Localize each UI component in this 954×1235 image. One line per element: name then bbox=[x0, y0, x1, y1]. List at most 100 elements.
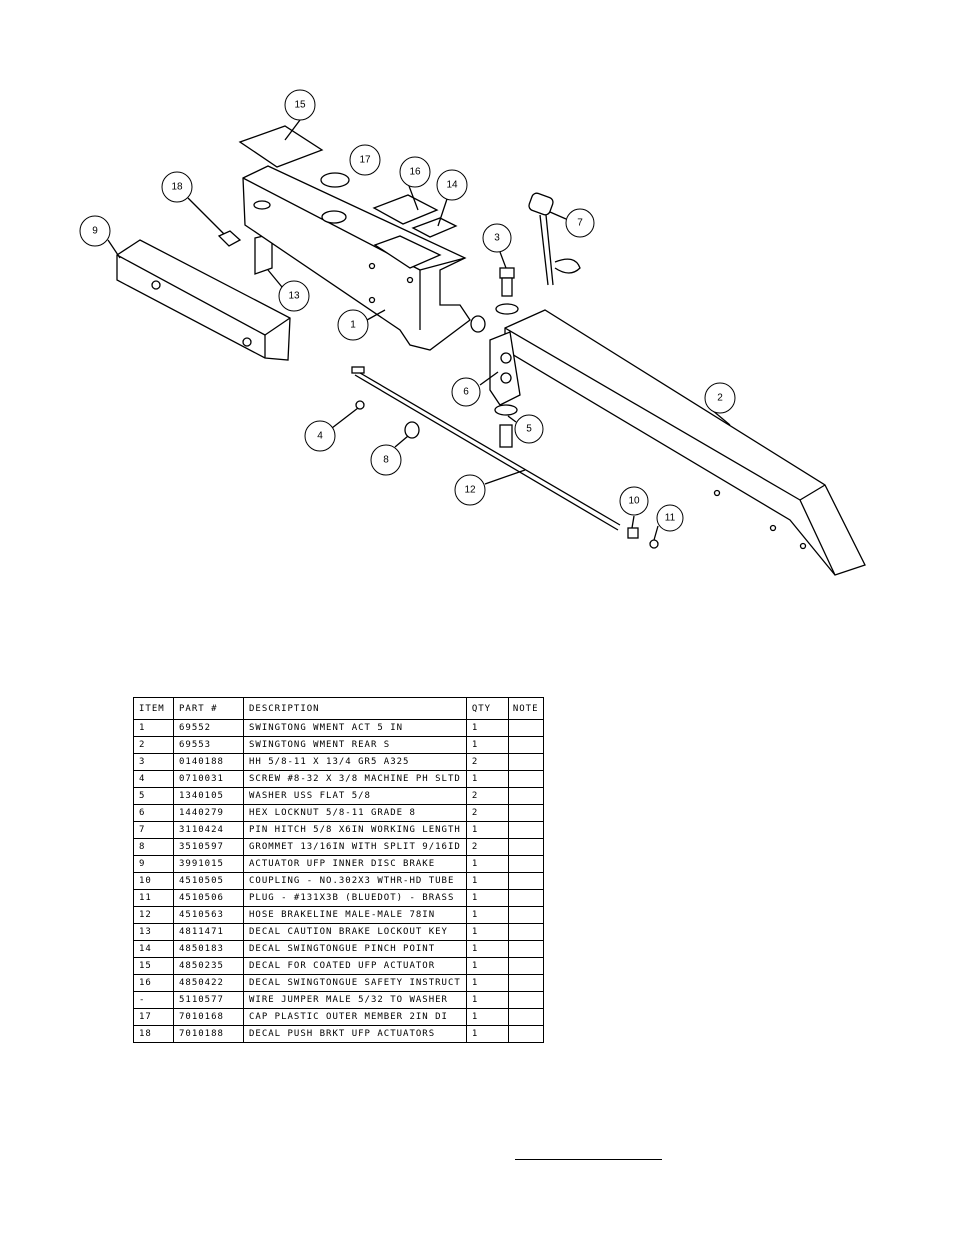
cell-part: 4811471 bbox=[173, 923, 244, 941]
cell-item: 10 bbox=[133, 872, 174, 890]
header-item: ITEM bbox=[133, 697, 174, 720]
cell-part: 4510506 bbox=[173, 889, 244, 907]
cell-part: 4510563 bbox=[173, 906, 244, 924]
cell-part: 7010188 bbox=[173, 1025, 244, 1043]
callout-5: 5 bbox=[514, 414, 544, 444]
cell-note bbox=[507, 991, 544, 1009]
svg-text:11: 11 bbox=[665, 513, 676, 524]
svg-text:2: 2 bbox=[717, 393, 723, 404]
cell-description: DECAL FOR COATED UFP ACTUATOR bbox=[243, 957, 467, 975]
cell-note bbox=[507, 736, 544, 754]
cell-note bbox=[507, 906, 544, 924]
cell-qty: 1 bbox=[465, 1025, 509, 1043]
cell-qty: 2 bbox=[465, 804, 509, 822]
callout-16: 16 bbox=[399, 156, 431, 188]
cell-description: HH 5/8-11 X 13/4 GR5 A325 bbox=[243, 753, 467, 771]
cell-part: 4850422 bbox=[173, 974, 244, 992]
cell-part: 0140188 bbox=[173, 753, 244, 771]
header-note: NOTE bbox=[507, 697, 544, 720]
svg-text:3: 3 bbox=[494, 233, 500, 244]
cell-note bbox=[507, 821, 544, 839]
svg-text:18: 18 bbox=[171, 182, 183, 193]
svg-text:12: 12 bbox=[464, 485, 476, 496]
cell-qty: 1 bbox=[465, 974, 509, 992]
callout-11: 11 bbox=[656, 504, 684, 532]
svg-text:7: 7 bbox=[577, 218, 583, 229]
svg-text:17: 17 bbox=[359, 155, 371, 166]
cell-note bbox=[507, 940, 544, 958]
cell-description: ACTUATOR UFP INNER DISC BRAKE bbox=[243, 855, 467, 873]
cell-description: HOSE BRAKELINE MALE-MALE 78IN bbox=[243, 906, 467, 924]
cell-description: CAP PLASTIC OUTER MEMBER 2IN DI bbox=[243, 1008, 467, 1026]
cell-note bbox=[507, 787, 544, 805]
svg-text:1: 1 bbox=[350, 320, 356, 331]
header-part: PART # bbox=[173, 697, 244, 720]
cell-qty: 1 bbox=[465, 855, 509, 873]
cell-part: 3991015 bbox=[173, 855, 244, 873]
cell-description: WASHER USS FLAT 5/8 bbox=[243, 787, 467, 805]
callout-18: 18 bbox=[161, 171, 193, 203]
callout-10: 10 bbox=[619, 486, 649, 516]
cell-qty: 1 bbox=[465, 719, 509, 737]
part-8-grommet bbox=[404, 421, 420, 439]
svg-text:14: 14 bbox=[446, 180, 458, 191]
svg-text:13: 13 bbox=[288, 291, 300, 302]
cell-description: GROMMET 13/16IN WITH SPLIT 9/16ID bbox=[243, 838, 467, 856]
cell-part: 7010168 bbox=[173, 1008, 244, 1026]
cell-description: COUPLING - NO.302X3 WTHR-HD TUBE bbox=[243, 872, 467, 890]
cell-part: 5110577 bbox=[173, 991, 244, 1009]
svg-text:4: 4 bbox=[317, 431, 323, 442]
cell-description: DECAL CAUTION BRAKE LOCKOUT KEY bbox=[243, 923, 467, 941]
table-header-row: ITEM PART # DESCRIPTION QTY NOTE bbox=[133, 697, 544, 720]
svg-text:5: 5 bbox=[526, 424, 532, 435]
callout-1: 1 bbox=[337, 309, 369, 341]
cell-note bbox=[507, 1025, 544, 1043]
cell-item: 3 bbox=[133, 753, 174, 771]
cell-description: PIN HITCH 5/8 X6IN WORKING LENGTH bbox=[243, 821, 467, 839]
cell-note bbox=[507, 719, 544, 737]
cell-item: 13 bbox=[133, 923, 174, 941]
cell-item: 2 bbox=[133, 736, 174, 754]
cell-description: DECAL SWINGTONGUE SAFETY INSTRUCT bbox=[243, 974, 467, 992]
part-9-actuator bbox=[116, 239, 291, 361]
cell-note bbox=[507, 804, 544, 822]
cell-qty: 1 bbox=[465, 872, 509, 890]
cell-item: 18 bbox=[133, 1025, 174, 1043]
callout-3: 3 bbox=[482, 223, 512, 253]
signature-line bbox=[515, 1159, 662, 1160]
cell-item: 4 bbox=[133, 770, 174, 788]
cell-item: 12 bbox=[133, 906, 174, 924]
cell-description: SWINGTONG WMENT ACT 5 IN bbox=[243, 719, 467, 737]
cell-item: 11 bbox=[133, 889, 174, 907]
part-4-screw bbox=[355, 400, 365, 410]
cell-part: 69553 bbox=[173, 736, 244, 754]
cell-item: 17 bbox=[133, 1008, 174, 1026]
cell-note bbox=[507, 889, 544, 907]
cell-part: 1440279 bbox=[173, 804, 244, 822]
cell-note bbox=[507, 872, 544, 890]
cell-note bbox=[507, 923, 544, 941]
cell-part: 3510597 bbox=[173, 838, 244, 856]
part-3-bolt-lower bbox=[499, 424, 513, 448]
cell-qty: 1 bbox=[465, 957, 509, 975]
part-5-washer bbox=[494, 404, 518, 416]
cell-description: DECAL PUSH BRKT UFP ACTUATORS bbox=[243, 1025, 467, 1043]
cell-item: 8 bbox=[133, 838, 174, 856]
svg-text:8: 8 bbox=[383, 455, 389, 466]
cell-item: 14 bbox=[133, 940, 174, 958]
header-qty: QTY bbox=[465, 697, 509, 720]
svg-text:9: 9 bbox=[92, 226, 98, 237]
cell-item: 9 bbox=[133, 855, 174, 873]
header-description: DESCRIPTION bbox=[243, 697, 467, 720]
